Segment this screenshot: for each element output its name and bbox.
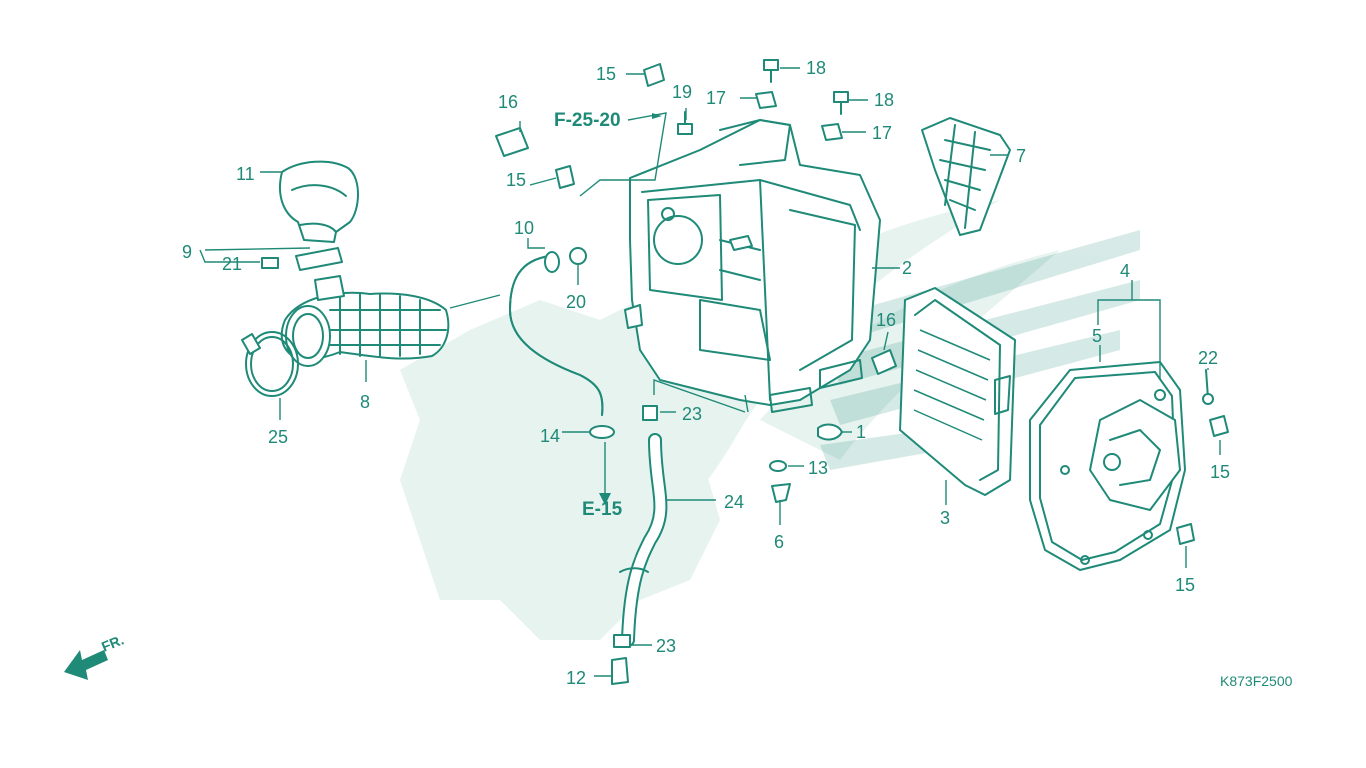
label-23-top: 23 <box>682 404 702 424</box>
part-air-cleaner-case <box>624 119 881 413</box>
label-18-right: 18 <box>874 90 894 110</box>
label-7: 7 <box>1016 146 1026 166</box>
label-23-bottom: 23 <box>656 636 676 656</box>
part-element <box>899 287 1016 496</box>
label-13: 13 <box>808 458 828 478</box>
label-2: 2 <box>902 258 912 278</box>
label-3: 3 <box>940 508 950 528</box>
diagram-code: K873F2500 <box>1220 673 1293 689</box>
label-25: 25 <box>268 427 288 447</box>
arrow-down-icon <box>599 493 611 505</box>
label-22: 22 <box>1198 348 1218 368</box>
label-24: 24 <box>724 492 744 512</box>
ref-e-15[interactable]: E-15 <box>582 499 623 520</box>
part-connecting-tube <box>280 275 450 367</box>
label-11: 11 <box>236 164 255 184</box>
label-4: 4 <box>1120 261 1130 281</box>
leader-lines <box>199 67 1221 677</box>
label-17-top: 17 <box>706 88 726 108</box>
front-arrow-icon: FR. <box>64 631 126 680</box>
label-16-right: 16 <box>876 310 896 330</box>
label-21: 21 <box>222 254 242 274</box>
part-band <box>241 331 299 397</box>
label-15-bottom: 15 <box>1175 575 1195 595</box>
hardware <box>495 59 1229 685</box>
label-16-left: 16 <box>498 92 518 112</box>
part-bracket <box>261 247 343 271</box>
arrow-left-icon <box>652 113 662 119</box>
label-20: 20 <box>566 292 586 312</box>
label-5: 5 <box>1092 326 1102 346</box>
label-12: 12 <box>566 668 586 688</box>
part-cover <box>1029 361 1186 571</box>
label-1: 1 <box>856 422 866 442</box>
ref-f-25-20[interactable]: F-25-20 <box>554 110 621 131</box>
label-15-right: 15 <box>1210 462 1230 482</box>
label-17-right: 17 <box>872 123 892 143</box>
label-8: 8 <box>360 392 370 412</box>
part-funnel <box>921 117 1011 236</box>
part-tube-24 <box>619 433 668 647</box>
label-15-left: 15 <box>506 170 526 190</box>
label-18-top: 18 <box>806 58 826 78</box>
label-10: 10 <box>514 218 534 238</box>
label-19: 19 <box>672 82 692 102</box>
front-arrow-label: FR. <box>99 631 126 654</box>
part-resonator-cover <box>279 160 359 243</box>
label-6: 6 <box>774 532 784 552</box>
label-14: 14 <box>540 426 560 446</box>
label-9: 9 <box>182 242 192 262</box>
part-drain-hose <box>509 251 604 416</box>
label-15-top: 15 <box>596 64 616 84</box>
